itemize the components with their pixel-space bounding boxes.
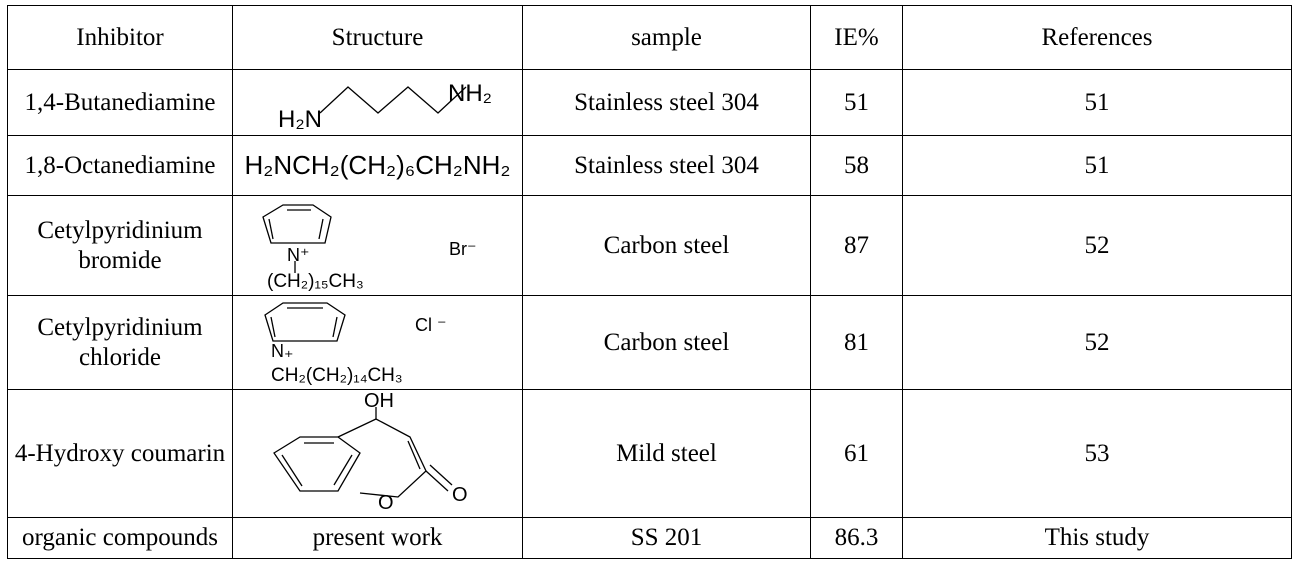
sample-cell: Stainless steel 304: [522, 135, 811, 196]
sample-cell: Stainless steel 304: [522, 69, 811, 136]
inhibitor-cell: 1,8-Octanediamine: [7, 135, 233, 196]
reference-cell: This study: [902, 517, 1292, 559]
cetyl-chain-label: CH₂(CH₂)₁₄CH₃: [271, 365, 403, 386]
table-row: 1,4-Butanediamine H₂N NH₂ Stainless stee…: [7, 69, 1292, 136]
reference-cell: 52: [902, 195, 1292, 296]
cetylpyridinium-chloride-structure: N₊ Cl ⁻ CH₂(CH₂)₁₄CH₃: [263, 301, 447, 386]
sample-cell: Carbon steel: [522, 195, 811, 296]
ie-cell: 86.3: [810, 517, 903, 559]
reference-cell: 52: [902, 295, 1292, 390]
header-structure: Structure: [232, 5, 523, 70]
bromide-ion-label: Br⁻: [449, 239, 477, 259]
sample-cell: SS 201: [522, 517, 811, 559]
structure-cell: OH O O: [232, 389, 523, 518]
reference-cell: 53: [902, 389, 1292, 518]
structure-cell: H₂N NH₂: [232, 69, 523, 136]
ring-oxygen-label: O: [378, 492, 394, 514]
butanediamine-structure: H₂N NH₂: [278, 80, 492, 131]
hydroxyl-label: OH: [364, 393, 394, 412]
inhibitor-cell: 4-Hydroxy coumarin: [7, 389, 233, 518]
header-inhibitor: Inhibitor: [7, 5, 233, 70]
ie-cell: 51: [810, 69, 903, 136]
reference-cell: 51: [902, 135, 1292, 196]
reference-cell: 51: [902, 69, 1292, 136]
inhibitor-cell: 1,4-Butanediamine: [7, 69, 233, 136]
carbonyl-oxygen-label: O: [452, 484, 468, 506]
inhibitor-comparison-table: Inhibitor Structure sample IE% Reference…: [7, 5, 1292, 559]
ie-cell: 81: [810, 295, 903, 390]
octanediamine-formula: H₂NCH₂(CH₂)₆CH₂NH₂: [244, 149, 511, 180]
inhibitor-cell: Cetylpyridinium bromide: [7, 195, 233, 296]
header-row: Inhibitor Structure sample IE% Reference…: [7, 5, 1292, 70]
chloride-ion-label: Cl ⁻: [415, 315, 447, 335]
structure-cell: H₂NCH₂(CH₂)₆CH₂NH₂: [232, 135, 523, 196]
table-row: Cetylpyridinium bromide N⁺ Br⁻ (CH₂)₁₅CH…: [7, 195, 1292, 296]
ie-cell: 61: [810, 389, 903, 518]
header-references: References: [902, 5, 1292, 70]
amine-left-label: H₂N: [278, 106, 322, 131]
header-ie: IE%: [810, 5, 903, 70]
cetyl-chain-label: (CH₂)₁₅CH₃: [267, 271, 364, 292]
ie-cell: 58: [810, 135, 903, 196]
sample-cell: Carbon steel: [522, 295, 811, 390]
sample-cell: Mild steel: [522, 389, 811, 518]
pyridinium-nitrogen-label: N₊: [271, 341, 294, 361]
cetylpyridinium-bromide-structure: N⁺ Br⁻ (CH₂)₁₅CH₃: [261, 203, 477, 292]
table-row: 1,8-Octanediamine H₂NCH₂(CH₂)₆CH₂NH₂ Sta…: [7, 135, 1292, 196]
amine-right-label: NH₂: [448, 80, 492, 107]
structure-cell: present work: [232, 517, 523, 559]
pyridinium-nitrogen-label: N⁺: [287, 245, 310, 265]
structure-cell: N⁺ Br⁻ (CH₂)₁₅CH₃: [232, 195, 523, 296]
inhibitor-cell: organic compounds: [7, 517, 233, 559]
table-row: organic compounds present work SS 201 86…: [7, 517, 1292, 559]
header-sample: sample: [522, 5, 811, 70]
table-row: Cetylpyridinium chloride N₊ Cl ⁻ CH₂(CH₂…: [7, 295, 1292, 390]
hydroxycoumarin-structure: OH O O: [272, 393, 468, 514]
structure-cell: N₊ Cl ⁻ CH₂(CH₂)₁₄CH₃: [232, 295, 523, 390]
table-row: 4-Hydroxy coumarin OH O O Mild: [7, 389, 1292, 518]
ie-cell: 87: [810, 195, 903, 296]
inhibitor-cell: Cetylpyridinium chloride: [7, 295, 233, 390]
